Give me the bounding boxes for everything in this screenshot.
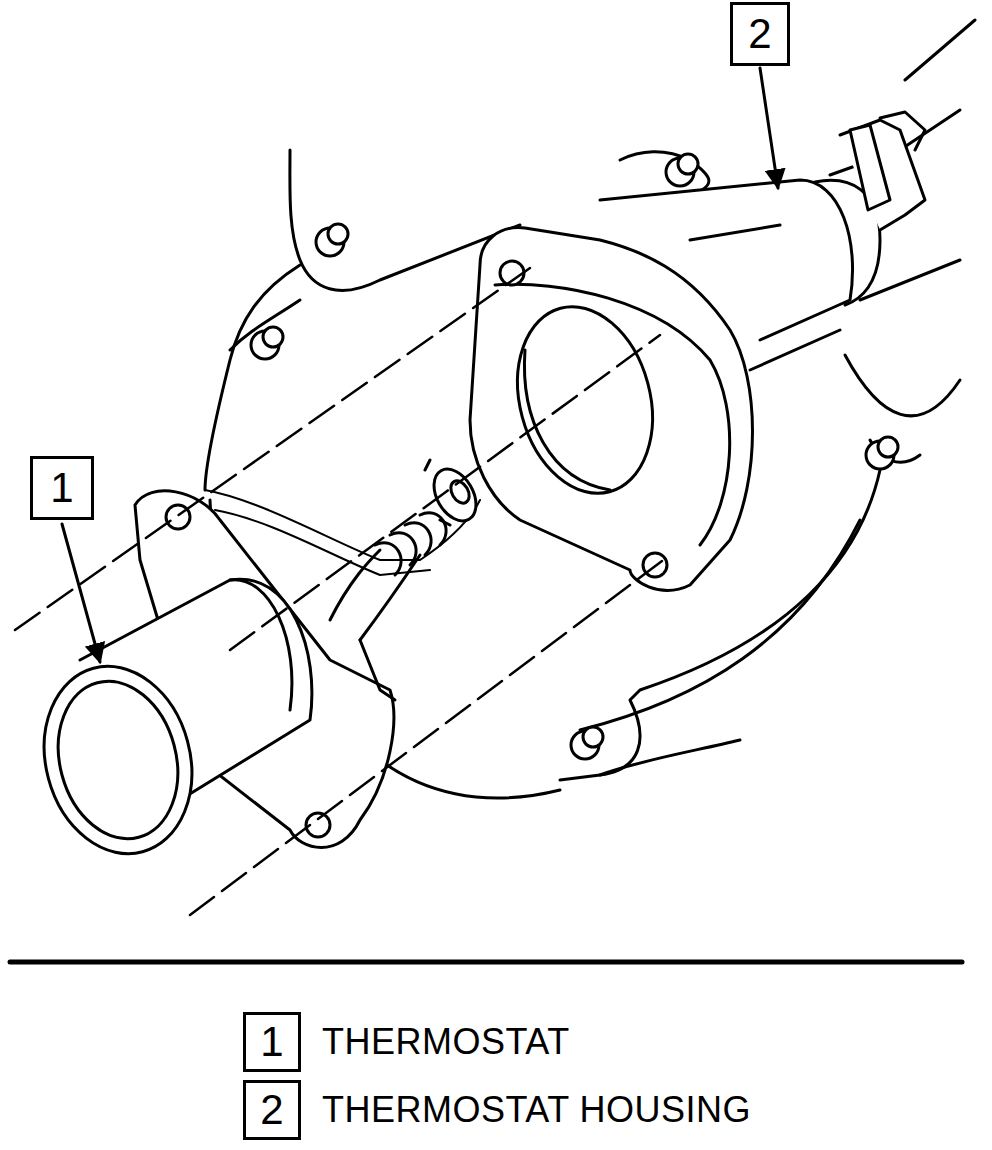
part-name: THERMOSTAT <box>322 1024 570 1060</box>
legend-number-box: 1 <box>243 1012 301 1072</box>
part-name: THERMOSTAT HOUSING <box>322 1092 751 1128</box>
callout-number: 2 <box>748 13 771 55</box>
callout-number-box: 2 <box>730 2 790 66</box>
callout-number-box: 1 <box>30 456 94 520</box>
legend-number: 1 <box>260 1021 283 1063</box>
callout-number: 1 <box>50 467 73 509</box>
legend-number-box: 2 <box>243 1080 301 1140</box>
legend-number: 2 <box>260 1089 283 1131</box>
